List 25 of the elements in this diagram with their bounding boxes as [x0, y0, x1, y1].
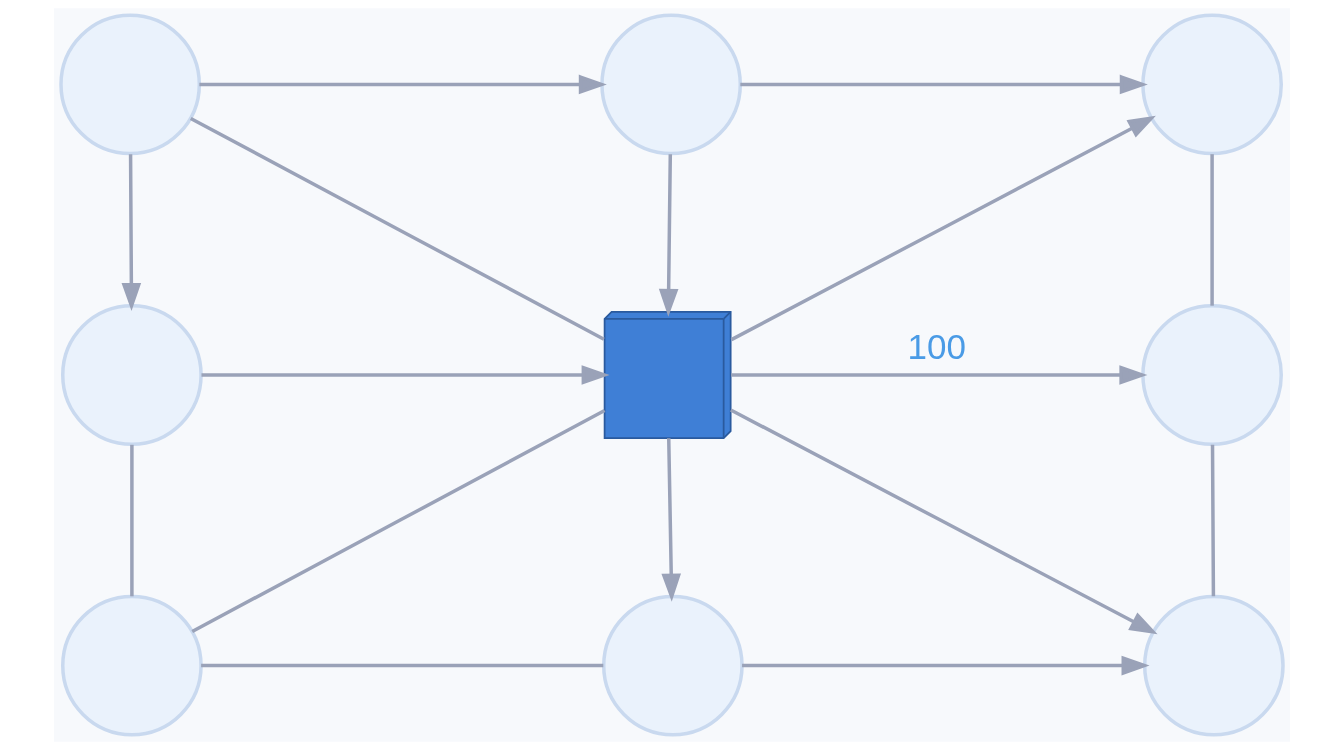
connector — [1210, 444, 1216, 597]
connector — [201, 663, 604, 668]
node-circle — [59, 13, 202, 156]
arrow — [121, 154, 142, 311]
edge-label: 100 — [907, 327, 966, 367]
connector — [1210, 154, 1214, 306]
node-circle — [1142, 594, 1285, 737]
node-circle — [61, 594, 203, 737]
arrow — [730, 408, 1158, 635]
connector — [191, 409, 606, 634]
connector — [189, 116, 605, 341]
node-circle — [1141, 13, 1283, 156]
node-circle — [61, 304, 203, 446]
arrow — [661, 438, 682, 602]
arrow — [731, 365, 1148, 385]
arrow — [742, 655, 1150, 676]
arrow — [730, 115, 1156, 342]
arrow — [658, 154, 679, 317]
node-circle — [1141, 304, 1283, 446]
arrow — [199, 74, 607, 95]
arrow — [740, 74, 1148, 95]
node-circle — [601, 594, 744, 737]
connector — [130, 444, 134, 597]
arrow — [201, 365, 610, 385]
node-circle — [600, 13, 743, 156]
